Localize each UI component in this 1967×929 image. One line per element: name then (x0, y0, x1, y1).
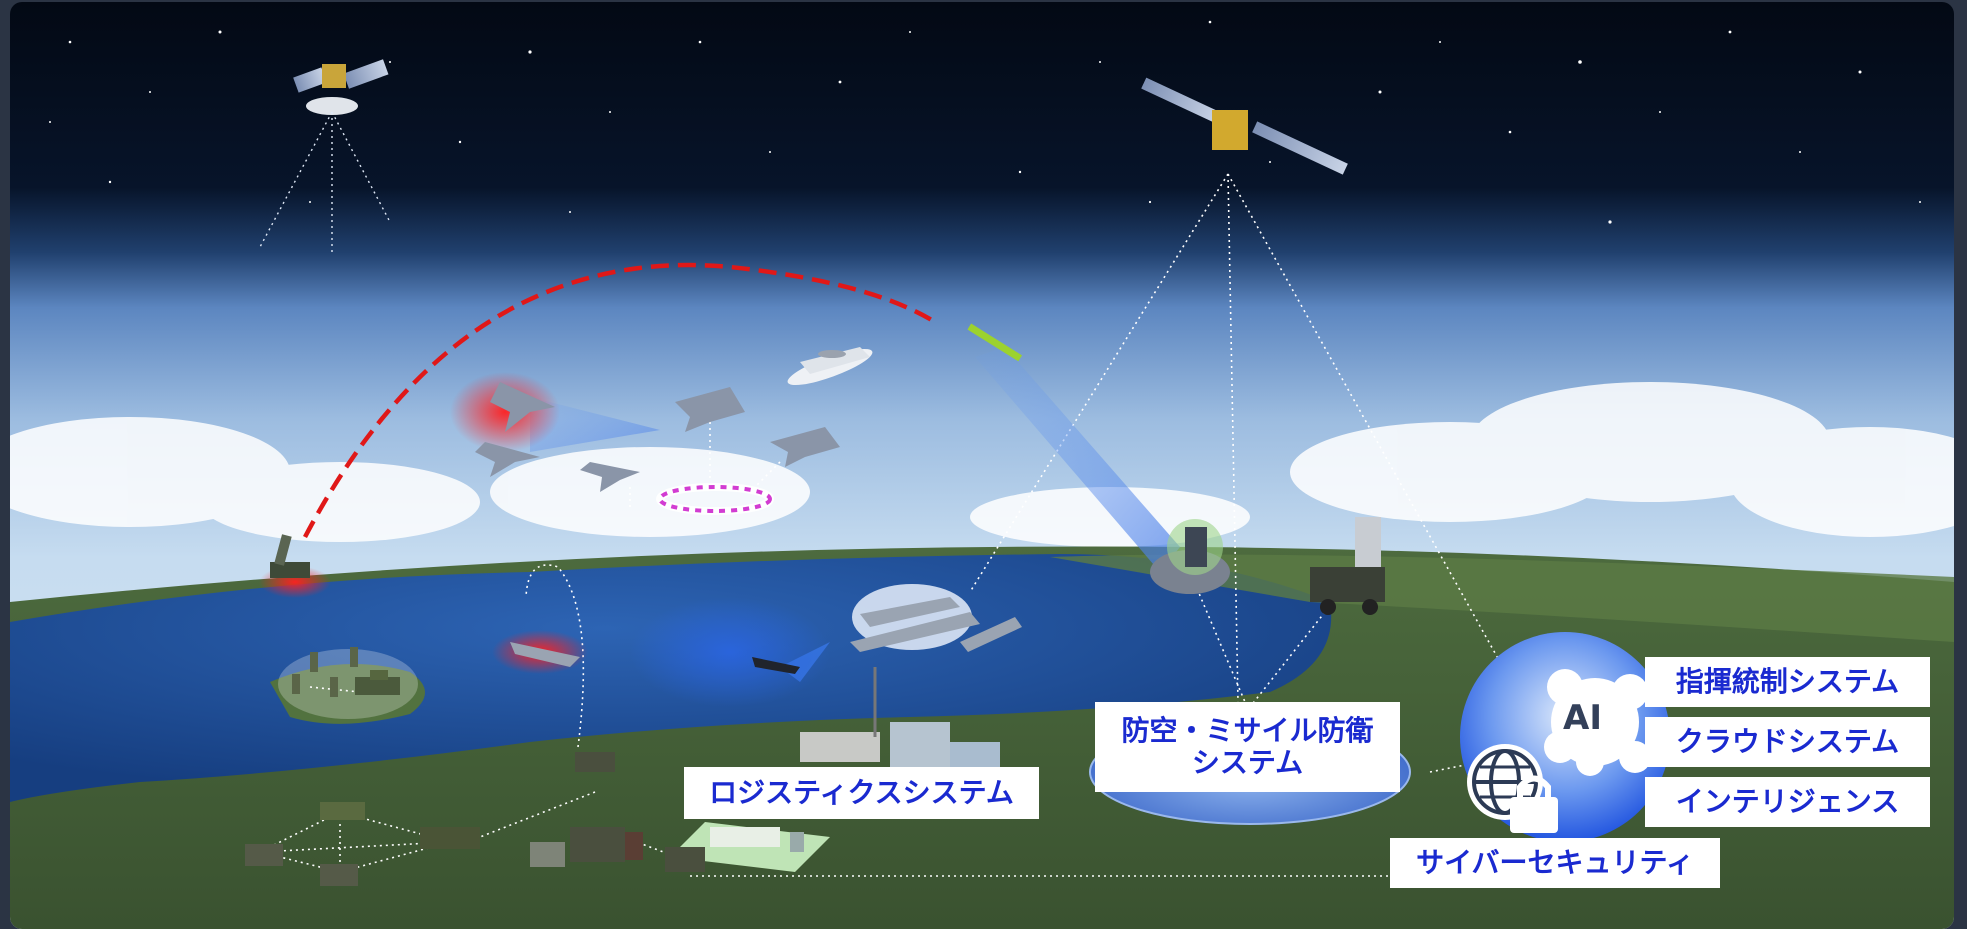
air-defense-label-line1: 防空・ミサイル防衛 (1121, 713, 1374, 747)
radar-icon (1150, 519, 1230, 594)
radar-beam-air (530, 397, 660, 452)
radar-beam-missile (975, 347, 1180, 572)
missile-icon (967, 323, 1023, 362)
building-icon (670, 667, 1000, 872)
data-link-ring (658, 485, 772, 513)
scene-artwork (10, 2, 1954, 929)
fighter-jet-icon (475, 382, 840, 492)
tank-icon (355, 670, 400, 695)
cyber-security-label: サイバーセキュリティ (1390, 838, 1720, 888)
clouds (10, 382, 1954, 547)
air-defense-system-label: 防空・ミサイル防衛 システム (1095, 702, 1400, 792)
warship-icon (510, 584, 1022, 667)
stars (49, 20, 1921, 224)
satellite-links-left (259, 111, 391, 252)
submarine-icon (752, 657, 800, 674)
truck-icon (245, 752, 705, 886)
soldier-icon (292, 647, 358, 697)
air-defense-label-line2: システム (1191, 746, 1304, 779)
logistics-system-label: ロジスティクスシステム (684, 767, 1039, 819)
cloud-system-label: クラウドシステム (1645, 717, 1930, 767)
awacs-aircraft-icon (787, 347, 873, 386)
satellite-icon-left (293, 59, 389, 115)
radar-truck-icon (1310, 517, 1385, 615)
command-control-system-label: 指揮統制システム (1645, 657, 1930, 707)
ai-label: AI (1563, 698, 1602, 738)
lock-icon (1510, 775, 1558, 833)
missile-trajectory (303, 262, 937, 539)
network-operations-illustration: ロジスティクスシステム 防空・ミサイル防衛 システム 指揮統制システム クラウド… (10, 2, 1954, 929)
launcher-icon (270, 562, 310, 578)
satellite-icon-right (1141, 77, 1348, 175)
intelligence-label: インテリジェンス (1645, 777, 1930, 827)
ai-brain-icon (1544, 669, 1651, 776)
